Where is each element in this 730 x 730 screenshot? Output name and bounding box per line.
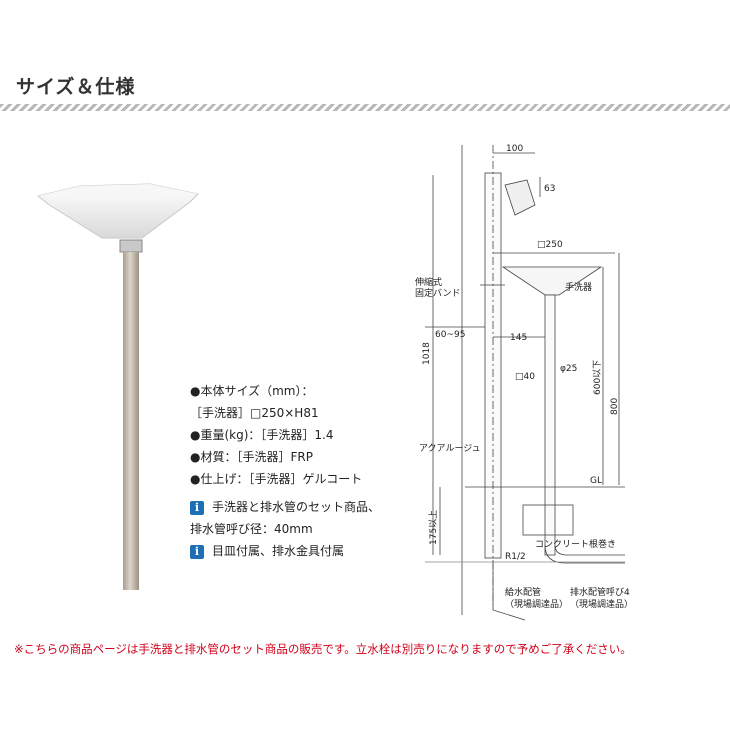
dim-63: 63 (544, 184, 555, 194)
info-icon: i (190, 500, 204, 515)
dim-800: 800 (610, 398, 620, 415)
label-band-1: 伸縮式 (415, 276, 442, 288)
dim-phi25: φ25 (560, 364, 577, 374)
dim-175: 175以上 (428, 510, 439, 545)
feature-set-product: i 手洗器と排水管のセット商品、 排水管呼び径：40mm (190, 498, 380, 537)
section-title: サイズ＆仕様 (16, 76, 136, 98)
label-basin: 手洗器 (565, 281, 592, 293)
spec-weight: ●重量(kg)：［手洗器］1.4 (190, 428, 334, 442)
spec-material: ●材質：［手洗器］FRP (190, 450, 313, 464)
label-supply-2: （現場調達品） (505, 598, 568, 610)
info-icon: i (190, 544, 204, 559)
feature-line: 排水管呼び径：40mm (190, 522, 313, 536)
dim-250: □250 (537, 240, 563, 250)
spec-finish: ●仕上げ：［手洗器］ゲルコート (190, 472, 363, 486)
dim-100: 100 (506, 144, 523, 154)
dim-60-95: 60~95 (435, 330, 465, 340)
label-gl: GL (590, 476, 602, 486)
label-supply-1: 給水配管 (505, 586, 541, 598)
label-drain-1: 排水配管呼び40 (570, 586, 630, 598)
feature-line: 手洗器と排水管のセット商品、 (212, 500, 381, 514)
label-band-2: 固定バンド (415, 287, 460, 299)
label-drain-2: （現場調達品） (570, 598, 630, 610)
spec-size-value: ［手洗器］□250×H81 (190, 406, 319, 420)
product-image (36, 183, 200, 590)
dim-1018: 1018 (422, 342, 432, 365)
dim-600: 600以下 (593, 360, 603, 395)
dimension-drawing: 100 63 □250 伸縮式 固定バンド 手洗器 60~95 145 1018… (415, 144, 630, 621)
label-aqua: アクアルージュ (419, 443, 481, 454)
feature-accessories: i 目皿付属、排水金具付属 (190, 542, 344, 559)
title-divider (0, 104, 730, 111)
label-concrete: コンクリート根巻き (535, 538, 616, 550)
spec-list: ●本体サイズ（mm）： ［手洗器］□250×H81 ●重量(kg)：［手洗器］1… (190, 380, 362, 490)
sale-note: ※こちらの商品ページは手洗器と排水管のセット商品の販売です。立水栓は別売りになり… (14, 642, 632, 656)
dim-40: □40 (515, 372, 535, 382)
dim-145: 145 (510, 333, 527, 343)
feature-line: 目皿付属、排水金具付属 (212, 544, 345, 558)
spec-size-label: ●本体サイズ（mm）： (190, 384, 314, 398)
label-r12: R1/2 (505, 552, 526, 562)
